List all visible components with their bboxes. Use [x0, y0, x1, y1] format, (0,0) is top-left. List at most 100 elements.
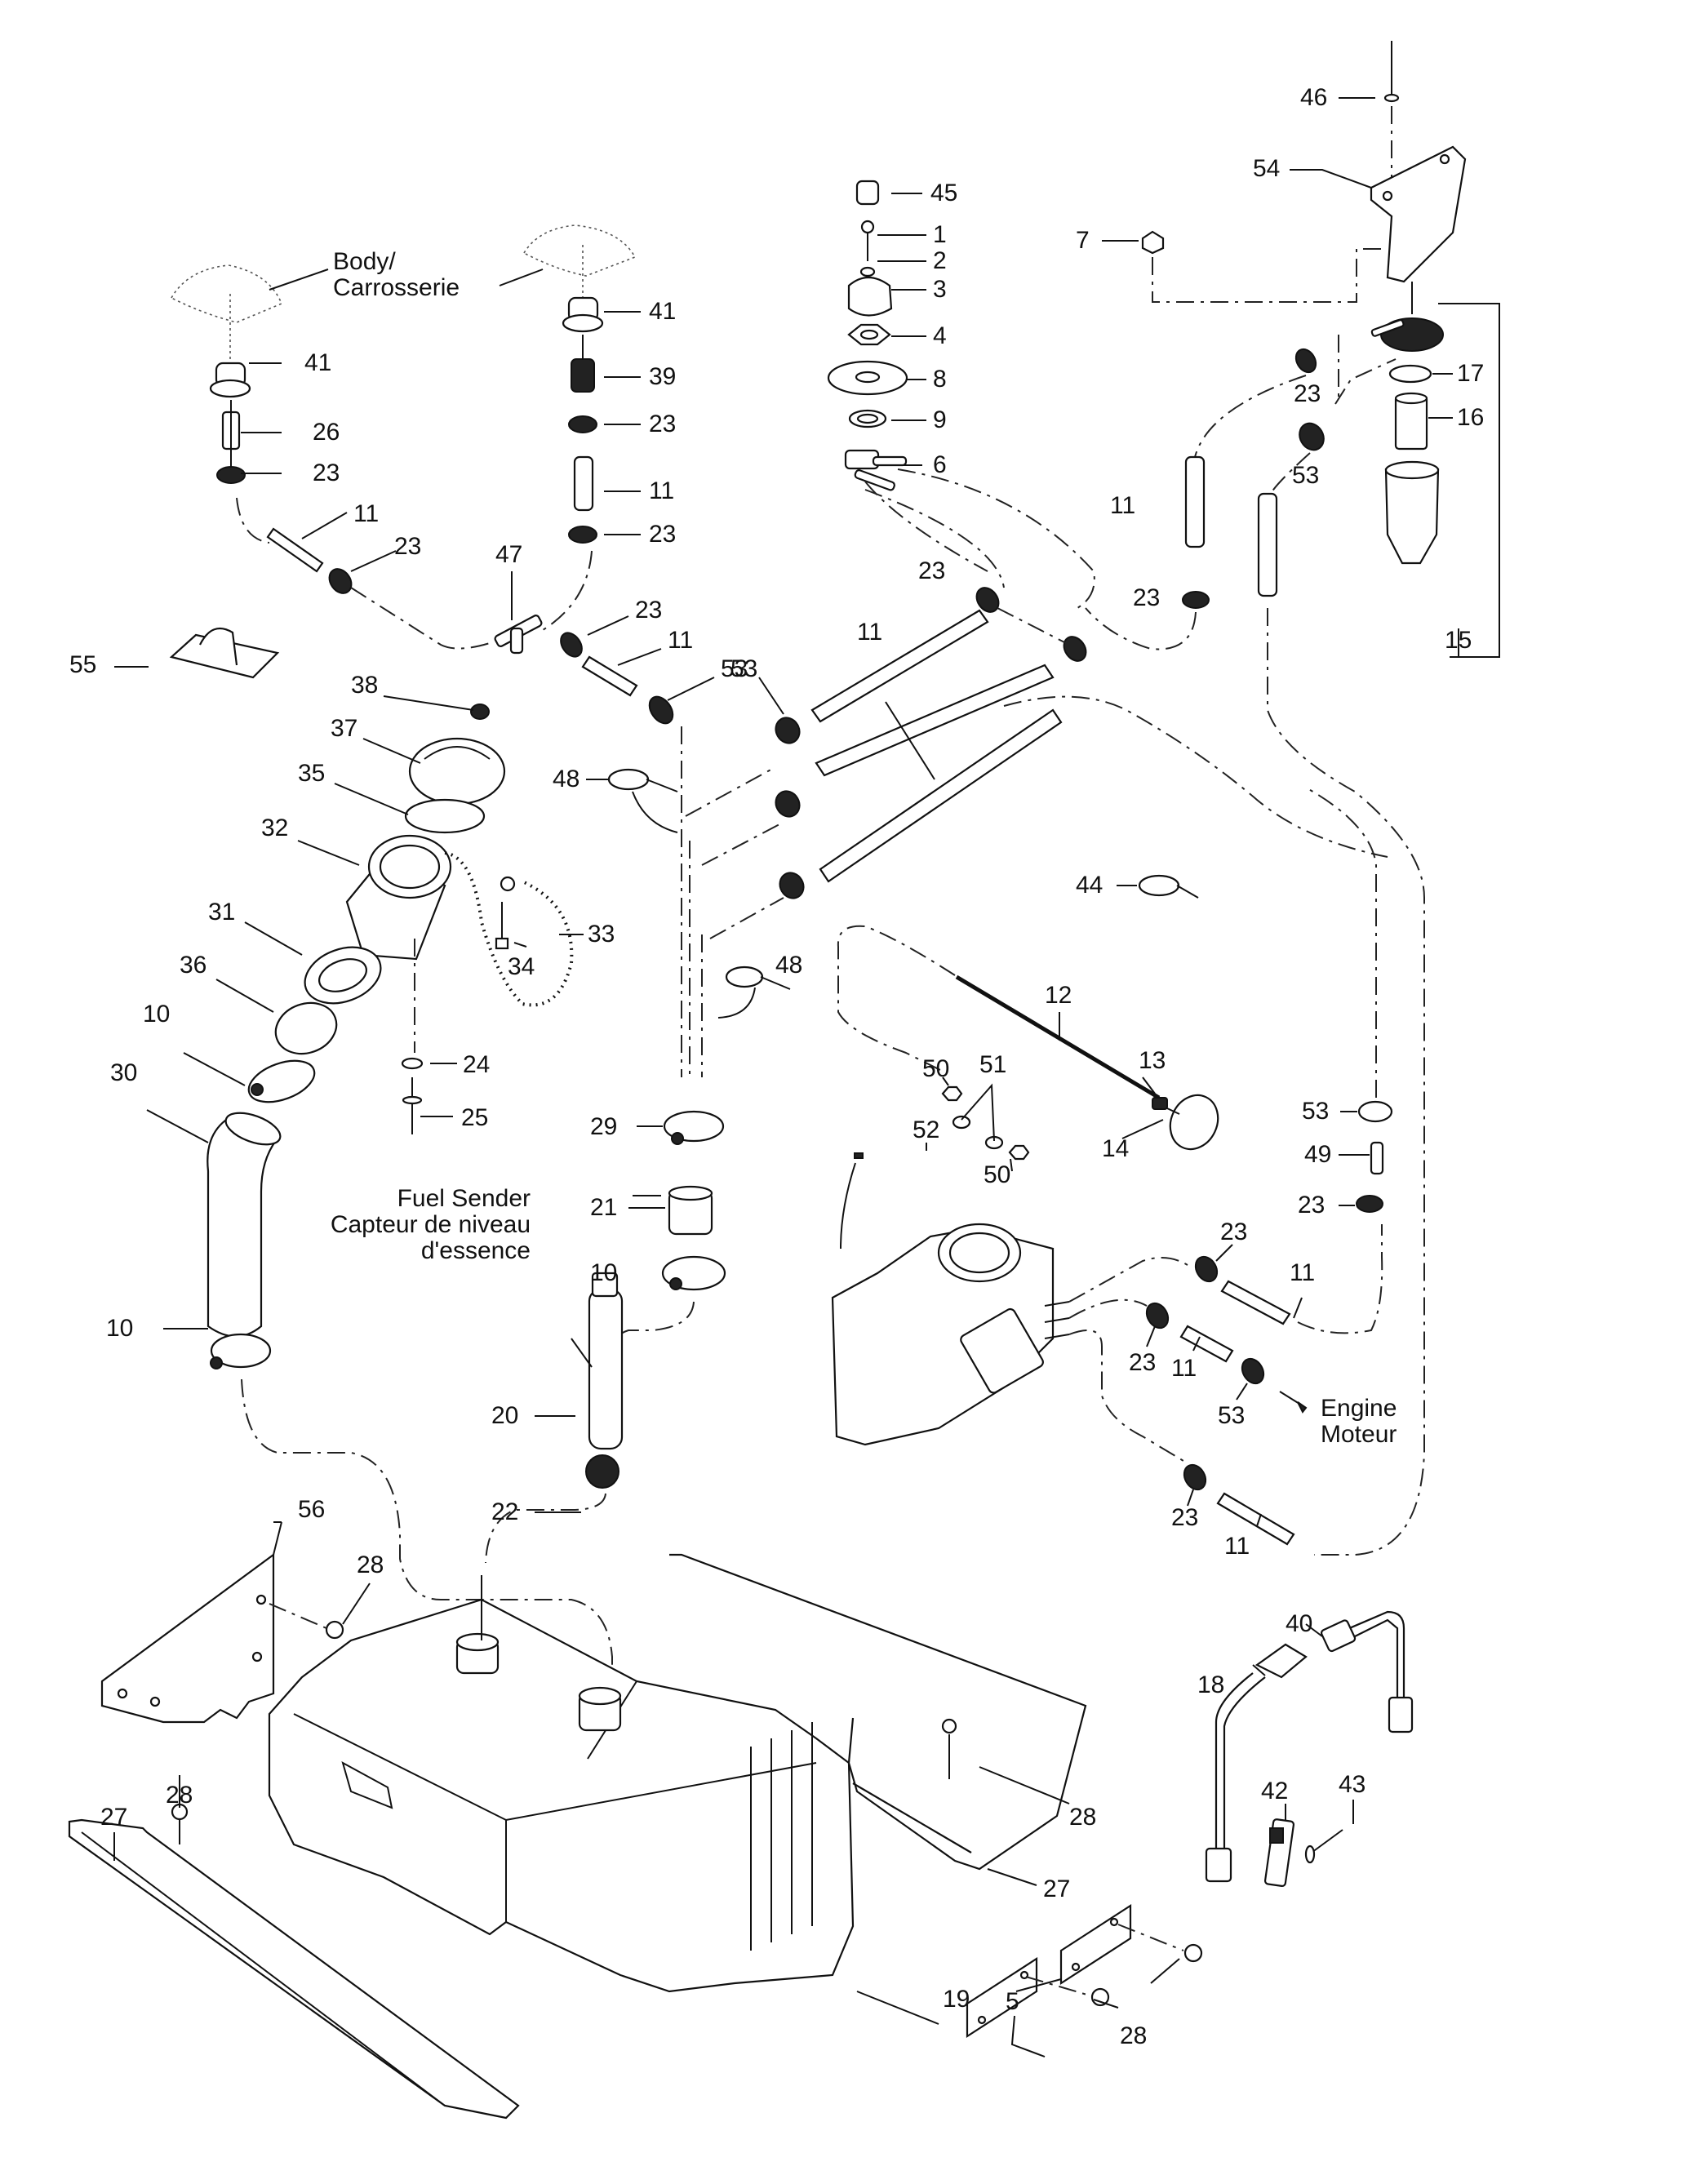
- callout-14: 14: [1102, 1135, 1130, 1162]
- clamp-53-d-row2: [775, 790, 801, 818]
- washer-24: [401, 1057, 424, 1070]
- hose-holder-55: [169, 627, 280, 679]
- callout-13: 13: [1139, 1047, 1166, 1074]
- valve-knob-3: [847, 276, 893, 317]
- hose-11-g: [1179, 1325, 1234, 1363]
- nut-4: [847, 323, 891, 346]
- callout-11-d: 11: [1110, 492, 1136, 519]
- fuel-sender-annotation-line3: d'essence: [420, 1237, 531, 1264]
- clamp-53-d-row3: [779, 872, 805, 899]
- body-annotation-line2: Carrosserie: [333, 274, 460, 301]
- callout-17: 17: [1457, 360, 1485, 387]
- choke-cable-12: [955, 974, 1161, 1100]
- tie-wrap-48-a: [607, 768, 678, 792]
- plate-5-a: [1059, 1903, 1132, 1986]
- callout-4: 4: [933, 322, 947, 349]
- clamp-53-d-row1: [775, 717, 801, 744]
- washer-51-a: [952, 1115, 971, 1130]
- boot-21: [668, 1185, 713, 1236]
- hose-11-b: [573, 455, 594, 512]
- clamp-23-a: [216, 466, 246, 484]
- screw-28-plate-a: [1117, 1924, 1203, 1963]
- clamp-23-l: [1183, 1463, 1207, 1491]
- hose-11-h: [1216, 1492, 1295, 1546]
- callout-50-a: 50: [922, 1055, 950, 1082]
- strap-18: [1205, 1643, 1308, 1883]
- callout-45: 45: [930, 180, 958, 206]
- callout-28-d: 28: [1120, 2022, 1148, 2049]
- plug-45: [855, 180, 880, 206]
- fuel-tank-19: [268, 1598, 855, 1993]
- clamp-23-k: [1145, 1302, 1170, 1329]
- clamp-23-b: [328, 568, 353, 594]
- engine-annotation-line2: Moteur: [1321, 1421, 1397, 1448]
- rivet-25: [402, 1077, 423, 1134]
- callout-23-b: 23: [394, 533, 422, 560]
- filter-head: [1370, 317, 1444, 352]
- screw-28-left: [171, 1803, 189, 1844]
- callout-31: 31: [208, 899, 236, 926]
- callout-49: 49: [1304, 1141, 1332, 1168]
- check-valve-39: [571, 335, 595, 393]
- callout-23-i: 23: [1220, 1219, 1248, 1245]
- tie-wrap-44: [1138, 874, 1199, 899]
- nut-50-b: [1008, 1144, 1030, 1161]
- gasket-31: [304, 946, 382, 1005]
- screw-28-right: [941, 1718, 957, 1779]
- plate-5-b: [966, 1956, 1038, 2039]
- lock-ring-22: [585, 1454, 619, 1489]
- callout-24: 24: [463, 1051, 491, 1078]
- filter-bowl: [1384, 460, 1440, 565]
- callout-23-h: 23: [918, 557, 946, 584]
- callout-23-d: 23: [649, 521, 677, 548]
- hose-11-long-1: [810, 609, 989, 723]
- callout-37: 37: [331, 715, 358, 742]
- choke-knob-14: [1166, 1094, 1219, 1151]
- clamp-23-i: [1194, 1255, 1219, 1283]
- callout-51: 51: [979, 1051, 1007, 1078]
- hose-11-long-2: [815, 664, 1055, 777]
- callout-36: 36: [180, 952, 207, 979]
- filler-hose-30: [206, 1112, 282, 1338]
- callout-8: 8: [933, 366, 947, 393]
- nut-7: [1141, 230, 1165, 255]
- callout-30: 30: [110, 1059, 138, 1086]
- callout-29: 29: [590, 1113, 618, 1140]
- callout-12: 12: [1045, 982, 1072, 1009]
- hose-11-e: [1257, 492, 1278, 597]
- bracket-54: [1370, 145, 1467, 283]
- fuel-sender-annotation: Fuel Sender Capteur de niveau d'essence: [310, 1186, 531, 1264]
- callout-7: 7: [1076, 227, 1090, 254]
- callout-23-c: 23: [649, 411, 677, 437]
- callout-54: 54: [1253, 155, 1281, 182]
- callout-22: 22: [491, 1498, 519, 1525]
- body-panel-right: [499, 224, 637, 302]
- callout-23-k: 23: [1129, 1349, 1157, 1376]
- support-27-left: [68, 1818, 520, 2120]
- clamp-23-c: [568, 415, 597, 433]
- clamp-23-f: [1294, 348, 1317, 374]
- buckle-42: [1263, 1818, 1295, 1888]
- fuel-sender-annotation-line1: Fuel Sender: [397, 1185, 531, 1212]
- clamp-10-b: [210, 1333, 272, 1369]
- gasket-35: [404, 798, 486, 834]
- callout-53-e: 53: [1218, 1402, 1246, 1429]
- bracket-56: [100, 1552, 275, 1724]
- callout-11-h: 11: [1224, 1533, 1250, 1560]
- hose-11-f: [1220, 1280, 1291, 1325]
- callout-41-left: 41: [304, 349, 332, 376]
- callout-53-a: 53: [721, 655, 748, 682]
- clamp-53-c: [1063, 636, 1087, 662]
- callout-46: 46: [1300, 84, 1328, 111]
- callout-25: 25: [461, 1104, 489, 1131]
- callout-23-g: 23: [1133, 584, 1161, 611]
- callout-53-d: 53: [1302, 1098, 1330, 1125]
- check-valve-26: [221, 400, 241, 467]
- callout-42: 42: [1261, 1778, 1289, 1804]
- plate-8: [827, 360, 908, 396]
- clamp-10-c: [661, 1255, 726, 1291]
- callout-11-a: 11: [353, 500, 380, 527]
- support-27-right: [669, 1553, 1087, 1871]
- callout-1: 1: [933, 221, 947, 248]
- callout-10-a: 10: [143, 1001, 171, 1028]
